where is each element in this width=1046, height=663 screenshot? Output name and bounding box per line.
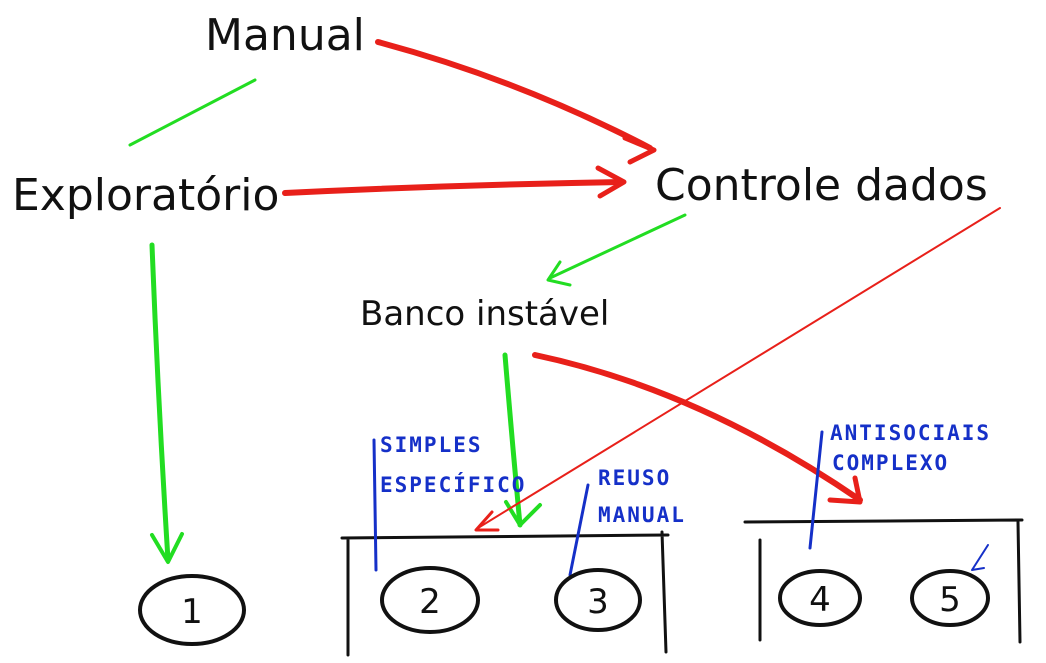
circle-3-label: 3 (587, 582, 609, 622)
note-simples-line2: ESPECÍFICO (380, 472, 526, 497)
circle-5-label: 5 (939, 580, 961, 620)
circle-1: 1 (138, 574, 246, 646)
circle-4: 4 (778, 569, 862, 627)
green-arrowhead-1 (150, 532, 184, 564)
box-group-2-3 (340, 530, 670, 657)
node-manual: Manual (205, 10, 365, 61)
red-arrowhead-box1 (474, 510, 500, 532)
node-banco-instavel: Banco instável (360, 294, 609, 334)
note-reuso-line2: MANUAL (598, 503, 686, 527)
circle-4-label: 4 (809, 580, 831, 620)
red-arrow-manual-controle (375, 39, 653, 151)
circle-2: 2 (380, 566, 480, 634)
green-arrowhead-2 (504, 500, 542, 527)
red-arrowhead-box2 (827, 475, 863, 505)
green-arrowhead-banco (546, 260, 572, 287)
green-arrow-exploratorio-1 (149, 242, 171, 563)
circle-1-label: 1 (181, 592, 203, 632)
note-reuso-bracket (568, 483, 590, 577)
green-link-manual-exploratorio (128, 78, 257, 147)
circle-3: 3 (554, 568, 642, 632)
node-controle-dados: Controle dados (655, 160, 988, 211)
circle-5: 5 (910, 569, 990, 627)
note-antisociais-line2: COMPLEXO (832, 451, 949, 475)
blue-tick-mark (971, 544, 989, 571)
note-antisociais-bracket (808, 430, 824, 550)
red-arrow-exploratorio-controle (282, 179, 625, 196)
note-reuso-line1: REUSO (598, 466, 671, 490)
note-simples-bracket (372, 438, 378, 572)
note-simples-line1: SIMPLES (380, 433, 483, 457)
red-arrow-banco-box2 (532, 352, 863, 503)
box-group-4-5 (743, 518, 1024, 644)
red-arrowhead-controle-left (595, 165, 627, 199)
node-exploratorio: Exploratório (12, 170, 279, 221)
note-antisociais-line1: ANTISOCIAIS (830, 421, 991, 445)
red-arrowhead-controle-top (622, 135, 657, 165)
red-arrow-controle-box1 (477, 207, 1001, 529)
green-arrow-controle-banco (548, 213, 687, 280)
green-arrow-banco-2 (502, 352, 523, 528)
circle-2-label: 2 (419, 582, 441, 622)
